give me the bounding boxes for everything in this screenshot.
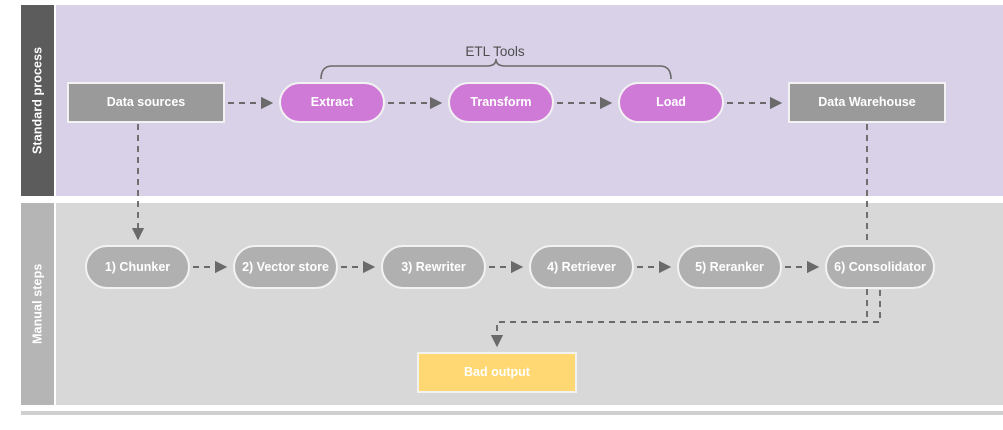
swimlane-manual-steps-label: Manual steps	[21, 203, 54, 405]
node-consolidator[interactable]: 6) Consolidator	[825, 245, 935, 289]
node-extract[interactable]: Extract	[279, 82, 385, 123]
node-data-sources[interactable]: Data sources	[67, 82, 225, 123]
etl-tools-annotation-label: ETL Tools	[465, 44, 525, 59]
node-transform[interactable]: Transform	[448, 82, 554, 123]
node-data-warehouse[interactable]: Data Warehouse	[788, 82, 946, 123]
swimlane-standard-process-label: Standard process	[21, 5, 54, 196]
node-vector-store[interactable]: 2) Vector store	[233, 245, 338, 289]
node-bad-output[interactable]: Bad output	[417, 352, 577, 393]
node-reranker[interactable]: 5) Reranker	[677, 245, 782, 289]
node-rewriter[interactable]: 3) Rewriter	[381, 245, 486, 289]
node-chunker[interactable]: 1) Chunker	[85, 245, 190, 289]
node-load[interactable]: Load	[618, 82, 724, 123]
bottom-divider-rule	[21, 411, 1003, 415]
node-retriever[interactable]: 4) Retriever	[529, 245, 634, 289]
